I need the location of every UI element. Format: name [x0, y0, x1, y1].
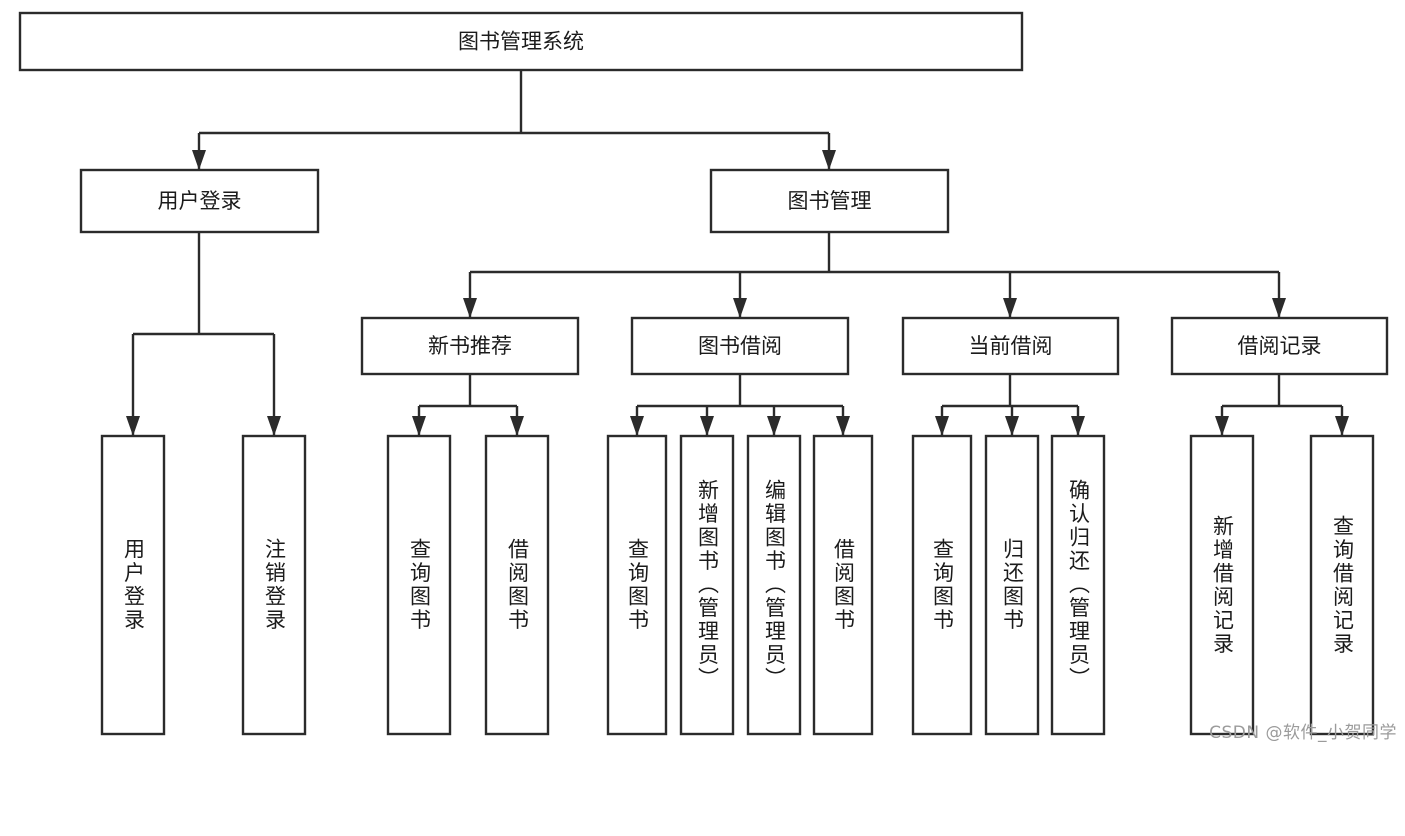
- level3-node-3: [1170, 316, 1389, 376]
- arrow-down-icon: [1003, 298, 1017, 318]
- arrow-down-icon: [836, 416, 850, 436]
- arrow-down-icon: [192, 150, 206, 170]
- level2-node-0: [79, 168, 320, 234]
- arrow-down-icon: [935, 416, 949, 436]
- level2-node-1-label: 图书管理: [788, 189, 872, 213]
- leaf-node-11: [1189, 434, 1255, 736]
- arrow-down-icon: [1071, 416, 1085, 436]
- level3-node-1-label: 图书借阅: [698, 334, 782, 358]
- leaf-node-7: [812, 434, 874, 736]
- leaf-node-2: [386, 434, 452, 736]
- leaf-node-9: [984, 434, 1040, 736]
- root-node-label: 图书管理系统: [458, 30, 584, 54]
- leaf-node-12: [1309, 434, 1375, 736]
- arrow-down-icon: [126, 416, 140, 436]
- level3-node-1: [630, 316, 850, 376]
- connector-layer: [126, 70, 1349, 436]
- arrow-down-icon: [1272, 298, 1286, 318]
- arrow-down-icon: [412, 416, 426, 436]
- hierarchy-diagram: 图书管理系统用户登录图书管理新书推荐图书借阅当前借阅借阅记录 用户登录注销登录查…: [18, 11, 1397, 743]
- arrow-down-icon: [1005, 416, 1019, 436]
- leaf-node-10: [1050, 434, 1106, 736]
- arrow-down-icon: [1335, 416, 1349, 436]
- level3-node-0-label: 新书推荐: [428, 334, 512, 358]
- arrow-down-icon: [700, 416, 714, 436]
- leaf-node-1: [241, 434, 307, 736]
- level2-node-0-label: 用户登录: [158, 189, 242, 213]
- arrow-down-icon: [1215, 416, 1229, 436]
- level3-node-2-label: 当前借阅: [969, 334, 1053, 358]
- leaf-node-4: [606, 434, 668, 736]
- leaf-node-6: [746, 434, 802, 736]
- node-box-layer: [18, 11, 1389, 736]
- arrow-down-icon: [630, 416, 644, 436]
- leaf-node-5: [679, 434, 735, 736]
- root-node: [18, 11, 1024, 72]
- arrow-down-icon: [822, 150, 836, 170]
- level3-node-0: [360, 316, 580, 376]
- arrow-down-icon: [267, 416, 281, 436]
- arrow-down-icon: [733, 298, 747, 318]
- leaf-node-3: [484, 434, 550, 736]
- arrow-down-icon: [767, 416, 781, 436]
- leaf-node-0: [100, 434, 166, 736]
- level2-node-1: [709, 168, 950, 234]
- arrow-down-icon: [510, 416, 524, 436]
- leaf-node-8: [911, 434, 973, 736]
- level3-node-3-label: 借阅记录: [1238, 334, 1322, 358]
- level3-node-2: [901, 316, 1120, 376]
- arrow-down-icon: [463, 298, 477, 318]
